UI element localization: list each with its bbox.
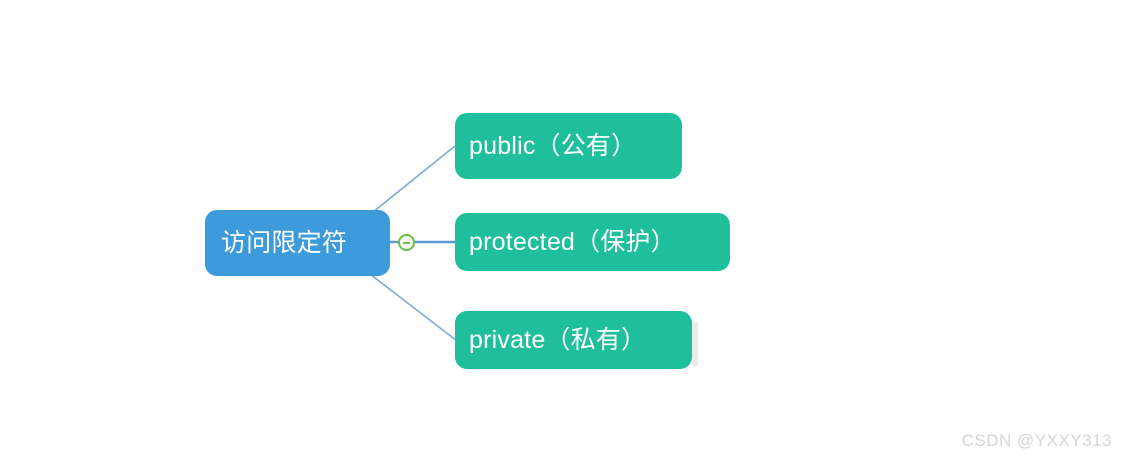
connector-root-private <box>365 270 458 342</box>
collapse-minus-icon[interactable] <box>398 234 415 251</box>
mindmap-root-node-label: 访问限定符 <box>221 228 348 257</box>
minus-glyph <box>403 242 410 244</box>
mindmap-child-node-public-label: public（公有） <box>469 131 637 160</box>
mindmap-child-node-public[interactable]: public（公有） <box>455 113 682 179</box>
mindmap-child-node-protected[interactable]: protected（保护） <box>455 213 730 271</box>
connector-root-public <box>367 145 456 217</box>
mindmap-child-node-private-label: private（私有） <box>469 325 647 354</box>
mindmap-child-node-protected-label: protected（保护） <box>469 227 676 256</box>
mindmap-child-node-private[interactable]: private（私有） <box>455 311 692 369</box>
watermark: CSDN @YXXY313 <box>961 431 1112 450</box>
node-shadow-private <box>692 322 698 366</box>
mindmap-root-node[interactable]: 访问限定符 <box>205 210 390 276</box>
